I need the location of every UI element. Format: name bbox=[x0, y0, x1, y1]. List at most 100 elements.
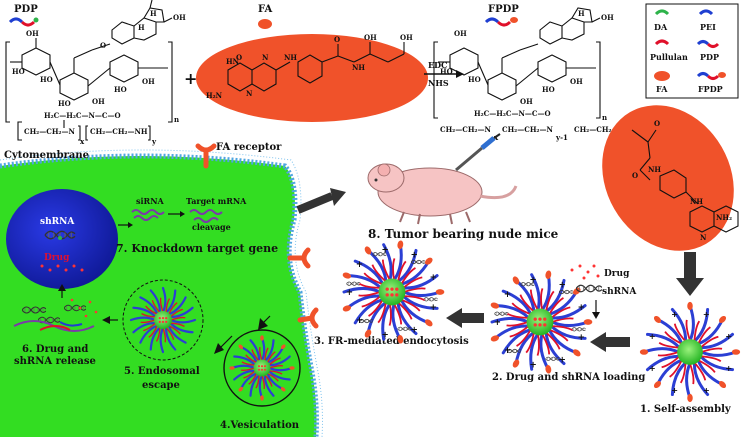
fa-receptor-label: FA receptor bbox=[216, 142, 282, 153]
plus-sign: + bbox=[184, 69, 197, 88]
micelle-pei-arm bbox=[149, 289, 162, 314]
micelle-charge-icon: + bbox=[430, 303, 437, 313]
micelle-targeted: +++++++++ bbox=[342, 240, 445, 344]
micelle-fa-ligand bbox=[572, 287, 581, 295]
micelle-fa-ligand bbox=[260, 335, 264, 341]
legend-pdp-label: PDP bbox=[700, 52, 719, 62]
micelle-drug-dot bbox=[165, 320, 168, 324]
micelle-charge-icon: + bbox=[703, 385, 710, 395]
micelle-pei-arm bbox=[642, 347, 680, 354]
micelle-pullulan-arm bbox=[397, 301, 413, 320]
micelle-pei-arm bbox=[159, 326, 165, 354]
micelle-pei-arm bbox=[249, 339, 261, 363]
micelle-pullulan-arm bbox=[165, 298, 171, 313]
micelle-fa-ligand bbox=[238, 344, 244, 350]
micelle-charge-icon: + bbox=[430, 273, 437, 283]
micelle-pei-arm bbox=[249, 373, 261, 397]
step-3-label: 3. FR-mediated endocytosis bbox=[314, 336, 469, 347]
micelle-charge-icon: + bbox=[529, 361, 536, 371]
micelle-pullulan-arm bbox=[151, 300, 161, 314]
micelle-pullulan-arm bbox=[248, 373, 258, 385]
fpdp-sugar-rings bbox=[438, 43, 596, 101]
micelle-pullulan-arm bbox=[516, 329, 532, 347]
nucleus-drug-dots bbox=[40, 264, 84, 272]
micelle-pullulan-arm bbox=[141, 312, 156, 318]
micelle-pullulan-arm bbox=[240, 367, 255, 371]
micelle-fa-ligand bbox=[424, 257, 433, 265]
micelle-drug-dot bbox=[533, 317, 537, 321]
micelle-drug-dot bbox=[257, 365, 261, 368]
micelle-pei-arm bbox=[167, 324, 187, 344]
legend-fa-label: FA bbox=[656, 84, 668, 94]
micelle-charge-icon: + bbox=[649, 363, 656, 373]
step-1-label: 1. Self-assembly bbox=[640, 404, 732, 415]
micelle-fa-ligand bbox=[719, 381, 727, 389]
micelle-charge-icon: + bbox=[559, 281, 566, 291]
micelle-fa-ligand bbox=[512, 359, 520, 368]
fpdp-mini-icon bbox=[484, 17, 518, 27]
legend-da-icon bbox=[654, 9, 670, 16]
micelle-drug-dot bbox=[390, 287, 394, 291]
micelle-core bbox=[677, 339, 703, 365]
micelle-pei-arm bbox=[549, 304, 587, 320]
micelle-fa-ligand bbox=[289, 366, 295, 370]
micelle-charge-icon: + bbox=[411, 251, 418, 261]
legend-pei-label: PEI bbox=[700, 22, 716, 32]
micelle-shrna-icon bbox=[494, 311, 509, 316]
reagent-edc: EDC bbox=[428, 60, 447, 70]
pdp-h-1: H bbox=[150, 9, 157, 18]
micelle-drug-dot bbox=[538, 317, 542, 321]
fpdp-pei-ext: CH₂—CH₂—NH bbox=[574, 125, 632, 134]
fpdp-label: FPDP bbox=[488, 4, 519, 15]
pdp-bracket-left bbox=[5, 41, 10, 123]
pdp-label: PDP bbox=[14, 4, 38, 15]
micelle-pei-arm bbox=[129, 316, 157, 322]
pdp-pei-right: CH₂—CH₂—NH bbox=[90, 127, 148, 136]
micelle-pullulan-arm bbox=[168, 325, 181, 335]
nucleus-dna-icon bbox=[44, 230, 76, 240]
micelle-drug-dot bbox=[533, 323, 537, 327]
micelle-drug-dot bbox=[385, 287, 389, 291]
micelle-fa-ligand bbox=[653, 315, 661, 323]
legend-da-label: DA bbox=[654, 22, 668, 32]
micelle-fa-ligand bbox=[639, 349, 649, 355]
micelle-pullulan-arm bbox=[358, 282, 381, 289]
micelle-fa-ligand bbox=[397, 334, 404, 344]
fpdp-fa-blob bbox=[602, 105, 734, 251]
micelle-fa-ligand bbox=[342, 305, 352, 312]
cytomembrane-label: Cytomembrane bbox=[4, 150, 89, 161]
vesicle-micelle bbox=[229, 335, 295, 401]
micelle-drug-dot bbox=[395, 287, 399, 291]
micelle-charge-icon: + bbox=[578, 333, 585, 343]
micelle-pei-arm bbox=[549, 324, 587, 340]
micelle-pullulan-arm bbox=[403, 287, 426, 293]
micelle-pei-arm bbox=[233, 369, 257, 381]
micelle-pullulan-arm bbox=[397, 260, 407, 282]
micelle-pullulan-arm bbox=[545, 290, 555, 312]
cell-membrane bbox=[0, 153, 319, 437]
micelle-pullulan-arm bbox=[371, 264, 387, 283]
micelle-pullulan-arm bbox=[402, 276, 423, 289]
micelle-pullulan-arm bbox=[381, 259, 391, 281]
to-mouse-arrow bbox=[296, 192, 334, 214]
legend-pei-icon bbox=[698, 9, 714, 16]
micelle-fa-ligand bbox=[583, 319, 593, 325]
micelle-fa-ligand bbox=[687, 301, 693, 311]
loading-shrna-label: shRNA bbox=[602, 287, 637, 297]
step-6-label-1: 6. Drug and bbox=[22, 344, 88, 355]
micelle-pei-arm bbox=[267, 369, 291, 381]
micelle-pei-arm bbox=[490, 316, 530, 324]
pdp-steroid bbox=[111, 0, 173, 45]
fa-receptor-icon-1 bbox=[195, 143, 217, 169]
micelle-shrna-icon bbox=[571, 327, 586, 332]
micelle-pullulan-arm bbox=[536, 333, 540, 356]
micelle-drug-dot bbox=[161, 316, 165, 320]
micelle-pullulan-arm bbox=[548, 297, 564, 315]
fa-mini-icon bbox=[258, 19, 272, 29]
micelle-pullulan-arm bbox=[269, 365, 284, 369]
nucleus-shrna-label: shRNA bbox=[40, 217, 75, 227]
micelle-pullulan-arm bbox=[155, 327, 161, 342]
fpdp-sub-y1: y-1 bbox=[555, 133, 568, 142]
legend-pullulan-label: Pullulan bbox=[650, 52, 688, 62]
fpdp-steroid bbox=[539, 7, 601, 45]
